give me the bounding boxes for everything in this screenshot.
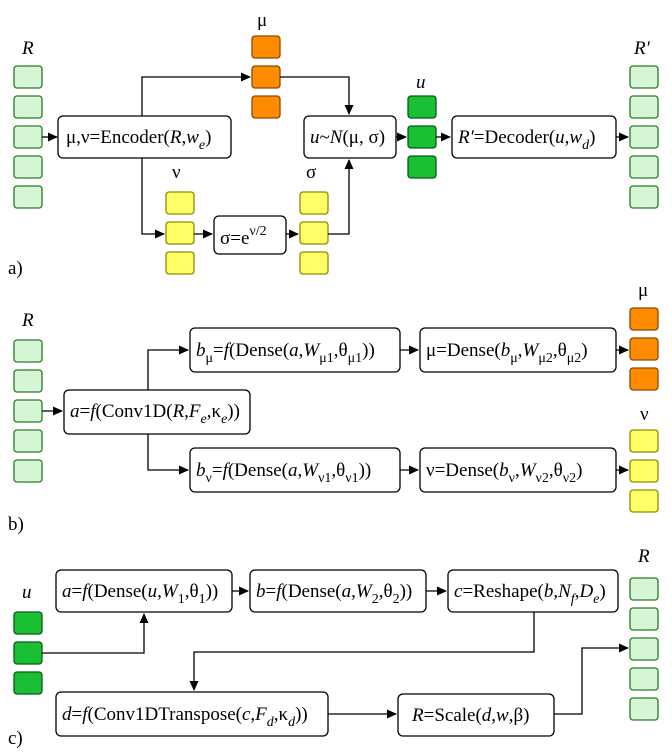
nu-label-a: ν	[172, 162, 181, 183]
vector-cell	[13, 185, 43, 209]
u-vector-c	[13, 611, 43, 695]
sigma-vector-a	[299, 191, 329, 275]
vector-cell	[629, 337, 659, 361]
mu-label-a: μ	[257, 10, 267, 31]
panel-a-output-label: R′	[633, 38, 651, 59]
vector-cell	[13, 155, 43, 179]
vector-cell	[629, 607, 659, 631]
panel-c-input-label: u	[22, 582, 32, 603]
vector-cell	[13, 459, 43, 483]
panel-a-input-label: R	[21, 38, 34, 59]
panel-c: c) u a=f(Dense(u,W1,θ1)) b=f(Dense(a,W2,…	[8, 546, 659, 749]
vector-cell	[407, 95, 437, 119]
nu-vector-b	[629, 429, 659, 513]
vector-cell	[13, 429, 43, 453]
vector-cell	[13, 369, 43, 393]
scale-box	[397, 693, 555, 737]
panel-c-output-label: R	[637, 546, 650, 567]
vector-cell	[629, 667, 659, 691]
vector-cell	[13, 65, 43, 89]
mu-vector-b	[629, 307, 659, 391]
mu-vector-a	[251, 35, 281, 119]
vector-cell	[629, 155, 659, 179]
mu-label-b: μ	[638, 280, 648, 301]
vector-cell	[299, 191, 329, 215]
vector-cell	[629, 65, 659, 89]
vector-cell	[629, 577, 659, 601]
vector-cell	[165, 251, 195, 275]
u-label-a: u	[416, 72, 426, 93]
vector-cell	[629, 307, 659, 331]
vector-cell	[13, 611, 43, 635]
vector-cell	[251, 65, 281, 89]
panel-c-label: c)	[8, 728, 23, 749]
vector-cell	[629, 489, 659, 513]
vector-cell	[251, 35, 281, 59]
nu-vector-a	[165, 191, 195, 275]
vector-cell	[13, 399, 43, 423]
reshape-box	[447, 569, 619, 613]
vector-cell	[629, 429, 659, 453]
vector-cell	[629, 637, 659, 661]
sigma-box	[213, 215, 287, 255]
vector-cell	[13, 671, 43, 695]
vector-cell	[251, 95, 281, 119]
panel-a: a) R μ,ν=Encoder(R,we) μ ν σ=eν/2	[8, 10, 659, 279]
panel-b-input-vector	[13, 339, 43, 483]
panel-a-output-vector	[629, 65, 659, 209]
vector-cell	[13, 339, 43, 363]
panel-b: b) R a=f(Conv1D(R,Fe,κe)) bμ=f(Dense(a,W…	[8, 280, 659, 535]
vector-cell	[407, 125, 437, 149]
vector-cell	[629, 459, 659, 483]
vector-cell	[629, 95, 659, 119]
nu-label-b: ν	[640, 404, 649, 425]
u-vector-a	[407, 95, 437, 179]
vector-cell	[629, 125, 659, 149]
vector-cell	[629, 697, 659, 721]
vector-cell	[629, 367, 659, 391]
panel-b-input-label: R	[21, 310, 34, 331]
panel-b-label: b)	[8, 514, 24, 535]
encoder-box	[57, 115, 232, 159]
vector-cell	[165, 221, 195, 245]
vector-cell	[299, 221, 329, 245]
sigma-label-a: σ	[306, 162, 316, 183]
vector-cell	[629, 185, 659, 209]
conv1d-box	[63, 389, 251, 435]
panel-c-output-vector	[629, 577, 659, 721]
vector-cell	[13, 125, 43, 149]
vector-cell	[13, 95, 43, 119]
panel-a-input-vector	[13, 65, 43, 209]
scale-label: R=Scale(d,w,β)	[411, 705, 529, 726]
panel-a-label: a)	[8, 258, 23, 279]
vector-cell	[165, 191, 195, 215]
sampler-label: u~N(μ, σ)	[310, 127, 385, 148]
vector-cell	[13, 641, 43, 665]
vector-cell	[299, 251, 329, 275]
vector-cell	[407, 155, 437, 179]
